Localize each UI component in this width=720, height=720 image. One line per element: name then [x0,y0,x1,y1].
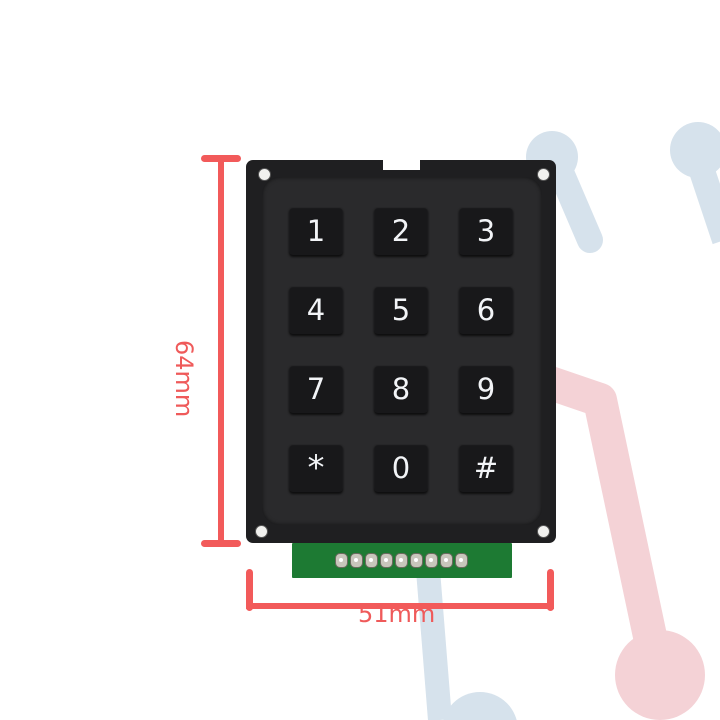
mount-hole-top-right [537,168,550,181]
width-dimension-label: 51mm [358,600,436,628]
connector-pin [395,553,408,568]
key-4[interactable]: 4 [289,286,343,334]
mount-hole-bottom-right [537,525,550,538]
key-2[interactable]: 2 [374,207,428,255]
mount-hole-top-left [258,168,271,181]
height-dimension-label: 64mm [170,340,198,418]
key-6[interactable]: 6 [459,286,513,334]
connector-pcb [292,543,512,578]
connector-pin [350,553,363,568]
key-hash[interactable]: # [459,444,513,492]
connector-pin [335,553,348,568]
connector-pin [440,553,453,568]
key-9[interactable]: 9 [459,365,513,413]
connector-pin [410,553,423,568]
connector-pin [425,553,438,568]
width-dimension-line [246,569,554,611]
connector-pin [365,553,378,568]
key-0[interactable]: 0 [374,444,428,492]
mount-hole-bottom-left [255,525,268,538]
key-5[interactable]: 5 [374,286,428,334]
key-star[interactable]: * [289,444,343,492]
key-8[interactable]: 8 [374,365,428,413]
key-7[interactable]: 7 [289,365,343,413]
height-dimension-line [201,155,241,547]
key-1[interactable]: 1 [289,207,343,255]
connector-pin [455,553,468,568]
key-3[interactable]: 3 [459,207,513,255]
connector-pin [380,553,393,568]
frame-notch [383,156,420,170]
